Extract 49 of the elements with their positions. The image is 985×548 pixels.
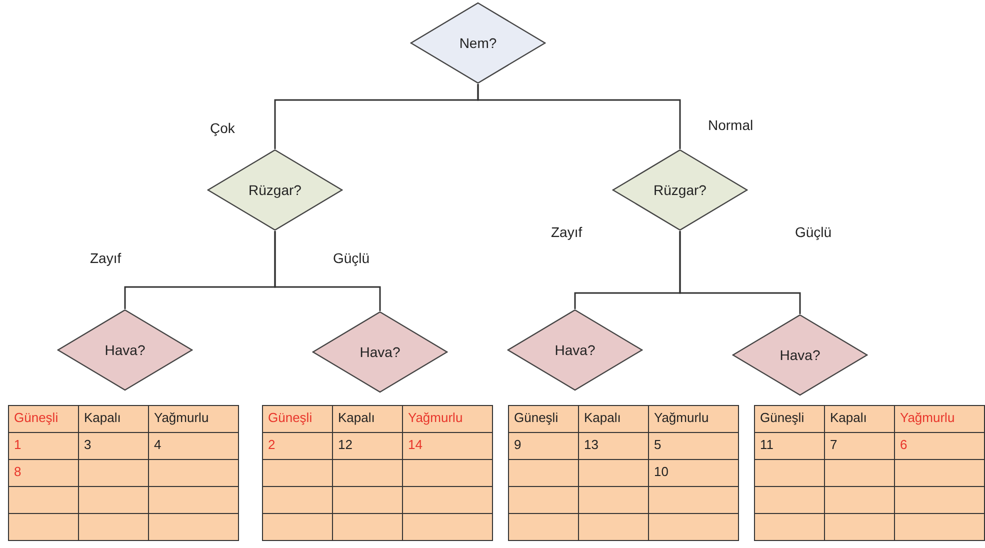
question-text: Rüzgar? <box>654 182 706 198</box>
connector-line <box>477 84 681 149</box>
decision-diamond <box>612 149 748 231</box>
table-cell: Yağmurlu <box>648 405 739 433</box>
edge-label: Zayıf <box>551 224 582 240</box>
table-cell: 12 <box>332 432 403 460</box>
edge-label: Güçlü <box>333 250 370 266</box>
table-cell: 5 <box>648 432 739 460</box>
decision-diamond <box>732 314 868 396</box>
question-text: Hava? <box>554 342 596 358</box>
question-text: Hava? <box>360 344 400 360</box>
connector-line <box>274 231 381 311</box>
connector-line <box>679 231 801 314</box>
table-cell: 8 <box>8 459 79 487</box>
table-cell: Güneşli <box>508 405 579 433</box>
table-cell: Kapalı <box>332 405 403 433</box>
table-cell: Yağmurlu <box>402 405 493 433</box>
edge-label: Zayıf <box>90 250 122 266</box>
decision-diamond <box>410 2 546 84</box>
decision-diamond <box>57 309 193 391</box>
edge-label: Güçlü <box>795 224 832 240</box>
table-cell: 2 <box>262 432 333 460</box>
edge-label: Normal <box>708 117 754 133</box>
table-cell: Güneşli <box>262 405 333 433</box>
question-text: Hava? <box>104 342 146 358</box>
question-text: Rüzgar? <box>248 182 302 198</box>
decision-diamond <box>207 149 343 231</box>
question-text: Nem? <box>459 35 497 51</box>
table-cell: 1 <box>8 432 79 460</box>
table-cell: Güneşli <box>8 405 79 433</box>
table-cell: Yağmurlu <box>894 405 985 433</box>
table-cell: 3 <box>78 432 149 460</box>
decision-diamond <box>507 309 643 391</box>
table-cell: Kapalı <box>824 405 895 433</box>
table-cell: 4 <box>148 432 239 460</box>
table-cell: Kapalı <box>78 405 149 433</box>
table-cell: Güneşli <box>754 405 825 433</box>
table-cell: 11 <box>754 432 825 460</box>
table-cell: 13 <box>578 432 649 460</box>
question-text: Hava? <box>780 347 820 363</box>
table-cell: 6 <box>894 432 985 460</box>
table-cell: 14 <box>402 432 493 460</box>
table-cell: Yağmurlu <box>148 405 239 433</box>
table-cell: 9 <box>508 432 579 460</box>
decision-diamond <box>312 311 448 393</box>
edge-label: Çok <box>210 120 235 136</box>
table-cell: Kapalı <box>578 405 649 433</box>
table-cell: 10 <box>648 459 739 487</box>
table-cell: 7 <box>824 432 895 460</box>
